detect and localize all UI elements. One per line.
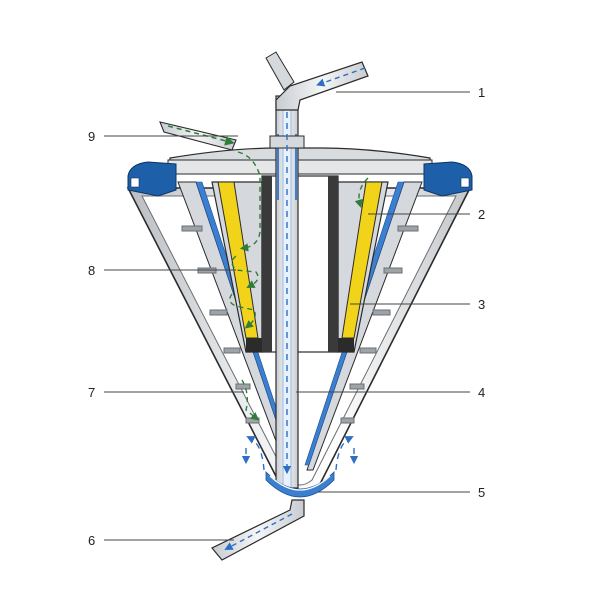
top-lid: [167, 147, 433, 175]
label-5: 5: [478, 485, 485, 500]
callout-labels: 1 2 3 4 5 6 7 8 9: [88, 85, 485, 548]
label-6: 6: [88, 533, 95, 548]
filter-basket-right: [337, 181, 389, 353]
label-3: 3: [478, 297, 485, 312]
rib-bars: [181, 225, 419, 424]
rotor-hub: [261, 175, 339, 353]
bottom-cup: [265, 471, 335, 498]
inlet-pipe: [265, 51, 369, 111]
label-4: 4: [478, 385, 485, 400]
clean-flow-arrows: [241, 112, 359, 475]
label-9: 9: [88, 129, 95, 144]
label-2: 2: [478, 207, 485, 222]
label-1: 1: [478, 85, 485, 100]
outlet-pipe: [211, 499, 305, 561]
cap-clamp-left: [127, 161, 177, 197]
dirty-flow-arrows: [229, 151, 369, 421]
leader-lines: [104, 91, 470, 541]
label-7: 7: [88, 385, 95, 400]
cap-clamp-right: [423, 161, 473, 197]
label-8: 8: [88, 263, 95, 278]
